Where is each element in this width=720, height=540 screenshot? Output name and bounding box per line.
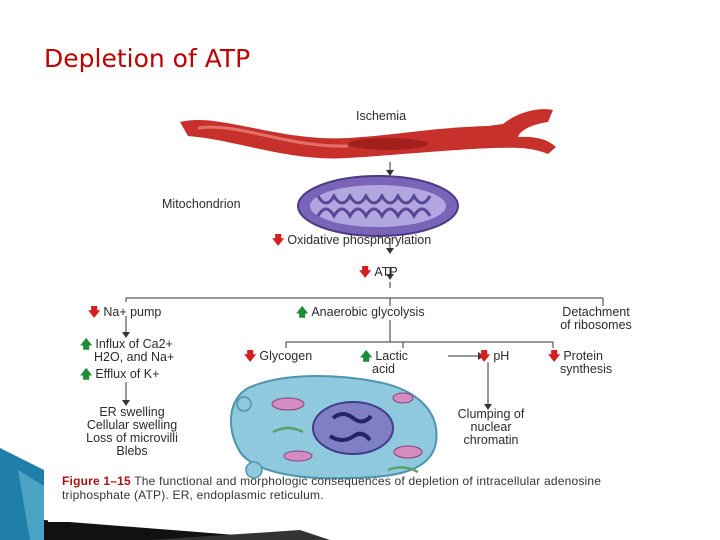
clumping-chromatin-label: Clumping of nuclear chromatin [434, 408, 548, 447]
lactic-acid-label: 🡅Lactic acid [360, 350, 408, 376]
up-arrow-icon: 🡅 [360, 349, 373, 363]
atp-label: 🡇ATP [359, 266, 398, 279]
down-arrow-icon: 🡇 [88, 305, 101, 319]
efflux-text: Efflux of K+ [95, 367, 160, 381]
dark-swoosh-tail [150, 530, 330, 540]
na-pump-text: Na+ pump [103, 305, 162, 319]
connector-lines [125, 162, 604, 404]
light-corner-shape [18, 470, 44, 540]
influx-label: 🡅Influx of Ca2+ H2O, and Na+ [80, 338, 174, 364]
protein-line2: synthesis [560, 362, 613, 376]
figure-caption: Figure 1–15 The functional and morpholog… [62, 474, 656, 502]
lactic-line2: acid [372, 362, 395, 376]
er-line3: Loss of microvilli [86, 431, 178, 445]
ischemia-label: Ischemia [356, 109, 407, 123]
down-arrow-icon: 🡇 [244, 349, 257, 363]
na-pump-label: 🡇Na+ pump [88, 306, 161, 319]
influx-line1: Influx of Ca2+ [95, 337, 173, 351]
er-line2: Cellular swelling [86, 418, 178, 432]
down-arrow-icon: 🡇 [272, 233, 285, 247]
er-swelling-label: ER swelling Cellular swelling Loss of mi… [62, 406, 202, 458]
glycogen-label: 🡇Glycogen [244, 350, 312, 363]
dark-swoosh [44, 520, 300, 540]
down-arrow-icon: 🡇 [548, 349, 561, 363]
up-arrow-icon: 🡅 [296, 305, 309, 319]
detachment-line1: Detachment [562, 305, 630, 319]
glycogen-text: Glycogen [259, 349, 313, 363]
protein-line1: Protein [563, 349, 603, 363]
clumping-line2: nuclear [470, 420, 512, 434]
swollen-cell-illustration [229, 375, 438, 480]
mitochondrion-label: Mitochondrion [162, 197, 241, 211]
diagram-graphics [122, 109, 604, 480]
caption-text: The functional and morphologic consequen… [62, 474, 602, 502]
ph-text: pH [493, 349, 510, 363]
down-arrow-icon: 🡇 [478, 349, 491, 363]
atp-text: ATP [374, 265, 398, 279]
influx-line2: H2O, and Na+ [94, 350, 175, 364]
anaerobic-text: Anaerobic glycolysis [311, 305, 425, 319]
protein-synthesis-label: 🡇Protein synthesis [548, 350, 612, 376]
ph-label: 🡇pH [478, 350, 509, 363]
clumping-line3: chromatin [463, 433, 519, 447]
up-arrow-icon: 🡅 [80, 337, 93, 351]
atp-depletion-figure: Ischemia Mitochondrion 🡇Oxidative phosph… [48, 92, 660, 522]
blood-vessel-illustration [180, 109, 556, 159]
oxidative-text: Oxidative phosphorylation [287, 233, 432, 247]
anaerobic-glycolysis-label: 🡅Anaerobic glycolysis [296, 306, 425, 319]
detachment-ribosomes-label: Detachment of ribosomes [536, 306, 656, 332]
clumping-line1: Clumping of [457, 407, 525, 421]
slide-title: Depletion of ATP [44, 44, 251, 73]
teal-corner-shape [0, 448, 44, 540]
arrowheads [122, 170, 492, 410]
detachment-line2: of ribosomes [560, 318, 632, 332]
down-arrow-icon: 🡇 [359, 265, 372, 279]
efflux-label: 🡅Efflux of K+ [80, 368, 159, 381]
up-arrow-icon: 🡅 [80, 367, 93, 381]
oxidative-phosphorylation-label: 🡇Oxidative phosphorylation [272, 234, 431, 247]
figure-number: Figure 1–15 [62, 474, 131, 488]
lactic-line1: Lactic [375, 349, 408, 363]
er-line1: ER swelling [99, 405, 165, 419]
mitochondrion-illustration [297, 175, 459, 237]
er-line4: Blebs [116, 444, 148, 458]
